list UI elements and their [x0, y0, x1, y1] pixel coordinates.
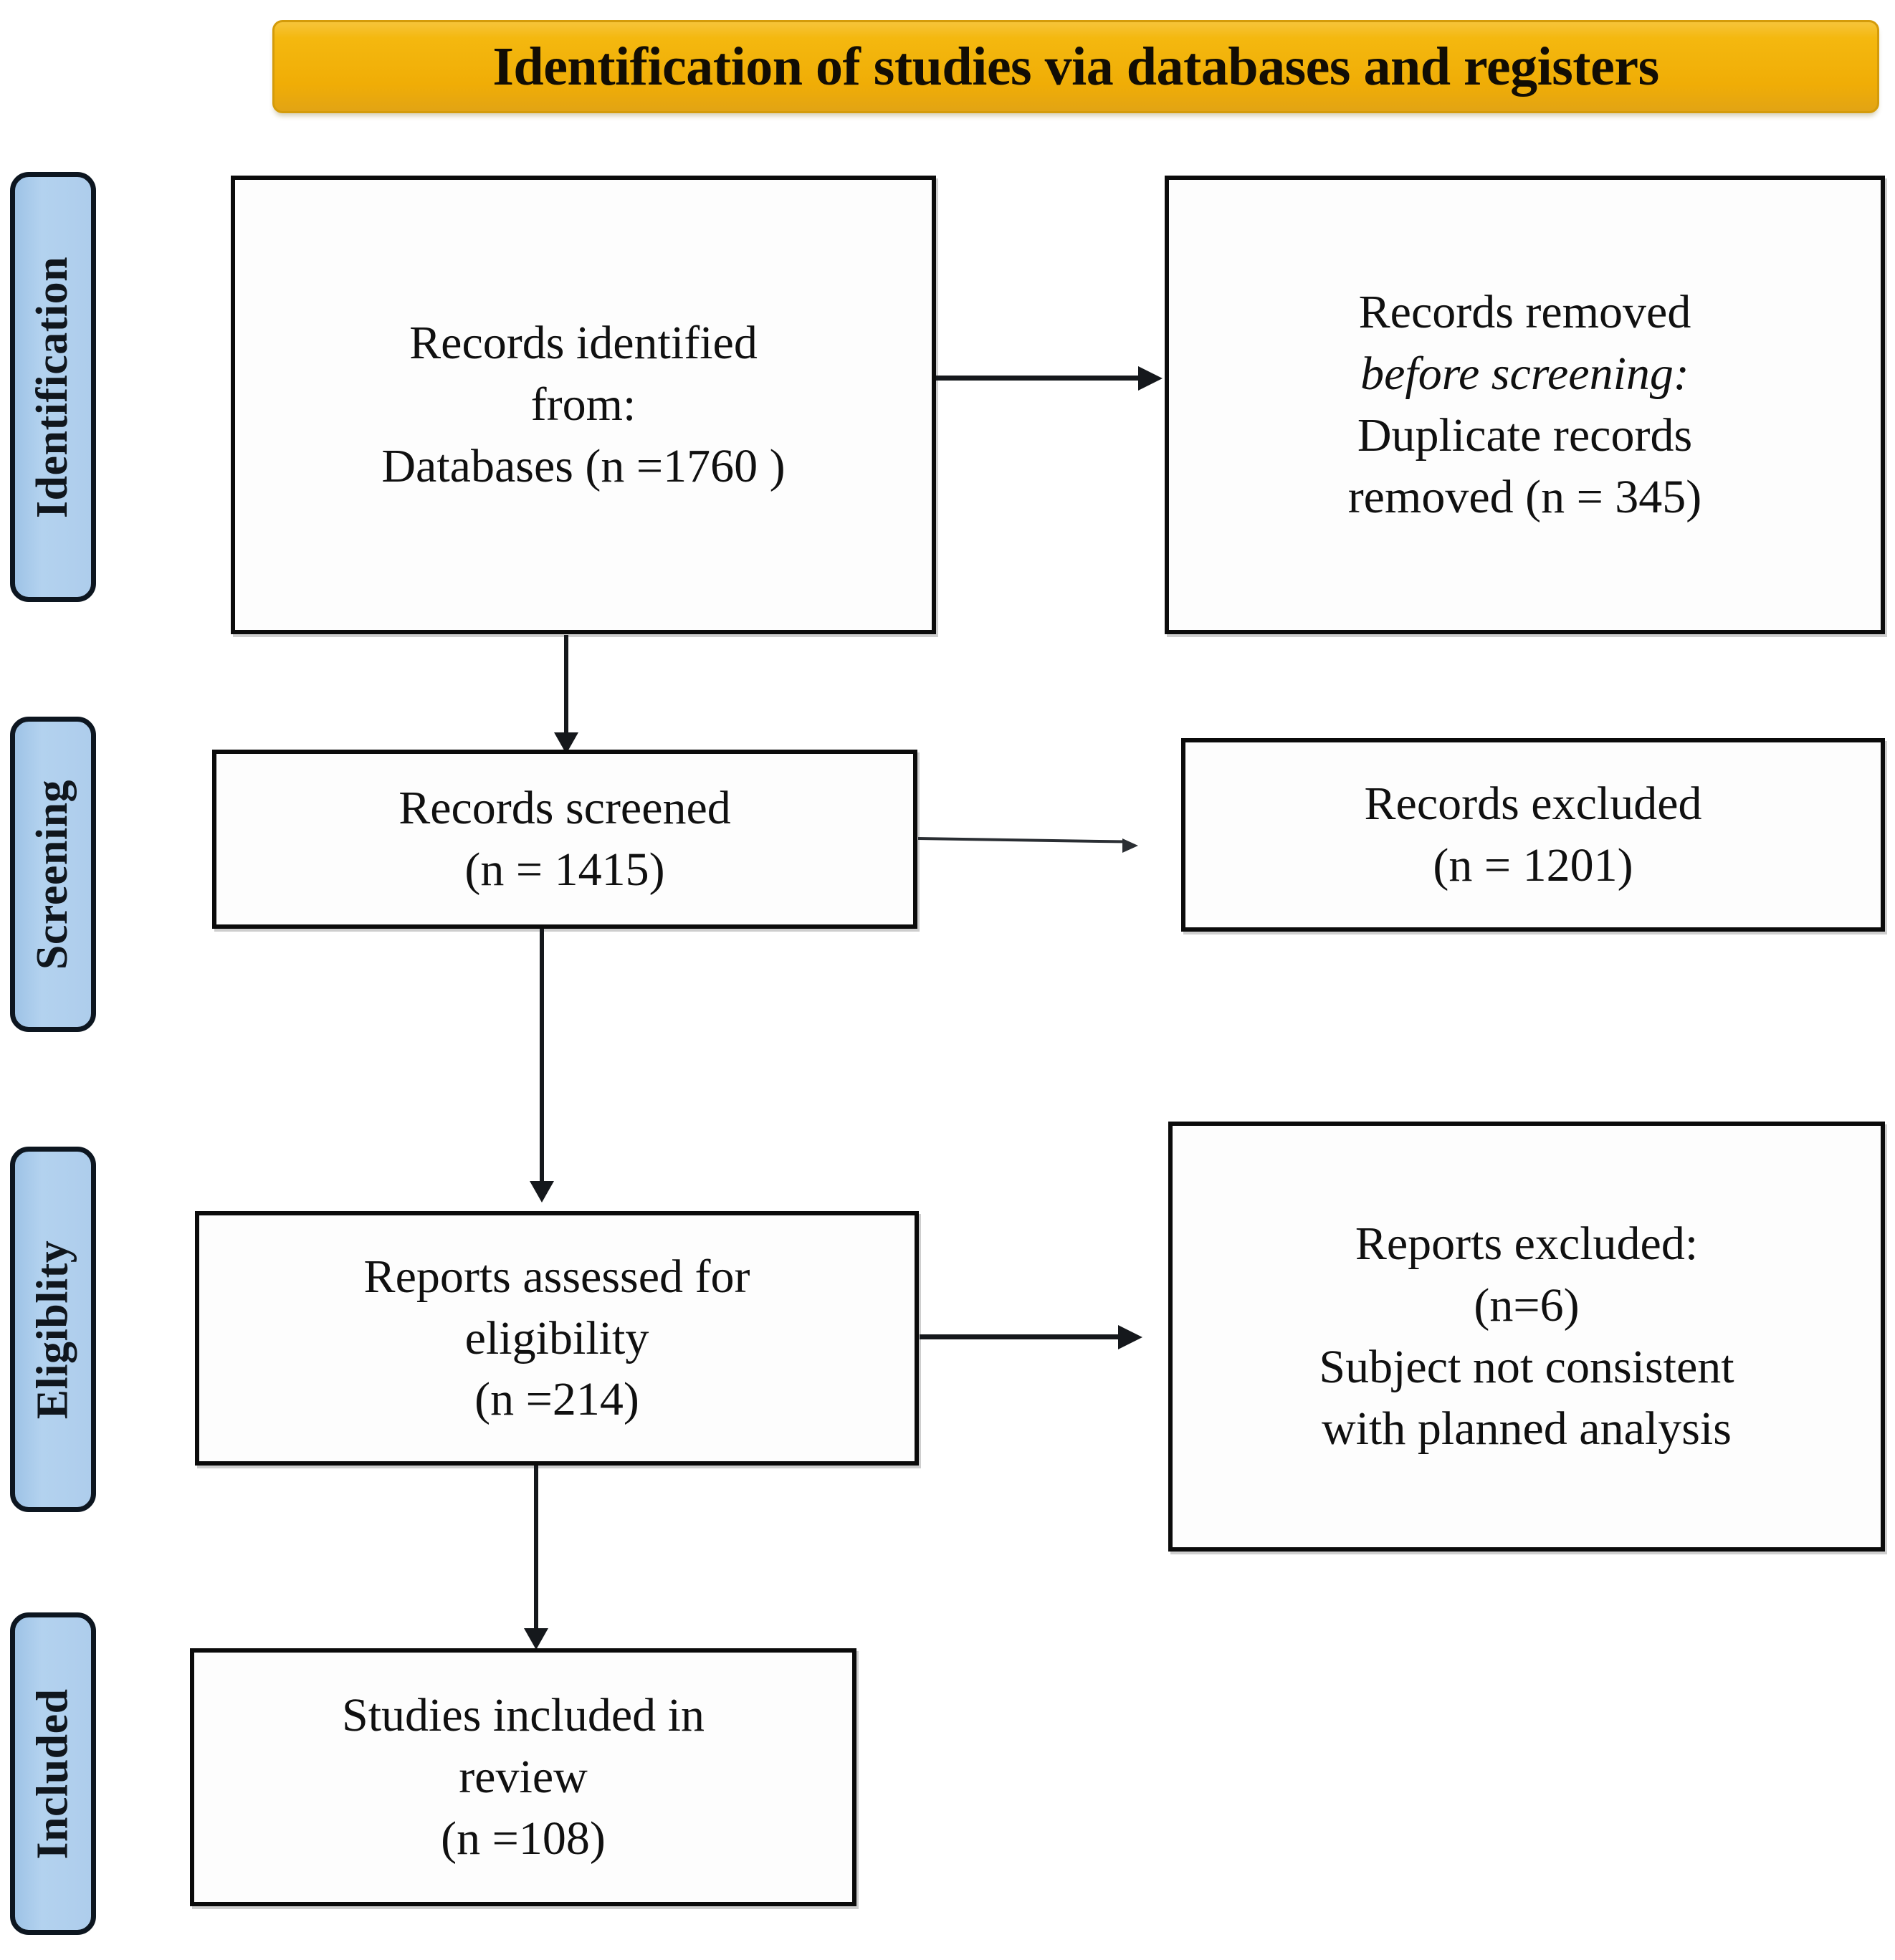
box-reports-assessed-line-2: eligibility: [464, 1311, 649, 1364]
connector-assessed-to-reports-excluded: [920, 1334, 1120, 1339]
box-reports-assessed-line-1: Reports assessed for: [363, 1250, 750, 1303]
stage-tab-identification: Identification: [10, 172, 96, 602]
box-records-removed-line-1: Records removed: [1358, 286, 1691, 339]
box-records-screened-line-2: (n = 1415): [464, 843, 665, 896]
box-records-identified: Records identified from: Databases (n =1…: [231, 176, 936, 634]
stage-tab-included: Included: [10, 1612, 96, 1935]
stage-tab-included-label: Included: [28, 1688, 77, 1860]
connector-assessed-to-included: [534, 1466, 538, 1638]
stage-tab-eligiblity-label: Eligiblity: [28, 1240, 77, 1419]
box-records-screened-line-1: Records screened: [398, 782, 731, 835]
box-reports-excluded-line-1: Reports excluded:: [1355, 1218, 1699, 1271]
box-studies-included: Studies included in review (n =108): [190, 1648, 856, 1906]
box-records-identified-line-2: from:: [530, 378, 636, 431]
arrowhead-screened-to-excluded: [1122, 838, 1138, 853]
connector-screened-to-assessed: [540, 929, 544, 1190]
box-records-identified-line-3: Databases (n =1760 ): [381, 439, 786, 492]
stage-tab-identification-label: Identification: [28, 256, 77, 518]
arrowhead-screened-to-assessed: [530, 1181, 554, 1203]
diagram-header-banner: Identification of studies via databases …: [272, 20, 1879, 113]
page-title: Identification of studies via databases …: [492, 37, 1659, 97]
stage-tab-eligiblity: Eligiblity: [10, 1147, 96, 1512]
connector-identified-to-screened: [564, 635, 568, 746]
box-reports-excluded-line-2: (n=6): [1474, 1279, 1580, 1332]
box-reports-excluded-line-4: with planned analysis: [1322, 1402, 1732, 1455]
connector-identified-to-removed: [936, 376, 1140, 381]
box-records-excluded: Records excluded (n = 1201): [1181, 738, 1885, 932]
box-records-removed-line-2: before screening:: [1360, 348, 1689, 401]
box-reports-assessed-line-3: (n =214): [474, 1373, 639, 1426]
box-records-removed-line-4: removed (n = 345): [1347, 470, 1702, 523]
arrowhead-assessed-to-reports-excluded: [1118, 1325, 1142, 1349]
box-reports-assessed: Reports assessed for eligibility (n =214…: [195, 1211, 919, 1466]
box-records-removed: Records removed before screening: Duplic…: [1165, 176, 1885, 634]
box-records-screened: Records screened (n = 1415): [212, 750, 917, 929]
box-reports-excluded: Reports excluded: (n=6) Subject not cons…: [1168, 1122, 1885, 1552]
box-records-removed-line-3: Duplicate records: [1357, 409, 1693, 462]
arrowhead-identified-to-removed: [1138, 366, 1163, 391]
stage-tab-screening-label: Screening: [28, 779, 77, 970]
box-records-excluded-line-2: (n = 1201): [1433, 839, 1633, 891]
box-studies-included-line-3: (n =108): [441, 1812, 606, 1865]
stage-tab-screening: Screening: [10, 717, 96, 1032]
box-studies-included-line-1: Studies included in: [342, 1689, 705, 1742]
box-reports-excluded-line-3: Subject not consistent: [1319, 1341, 1734, 1393]
connector-screened-to-excluded: [917, 837, 1126, 843]
box-records-excluded-line-1: Records excluded: [1364, 778, 1702, 831]
box-records-identified-line-1: Records identified: [409, 317, 758, 370]
box-studies-included-line-2: review: [459, 1751, 588, 1804]
arrowhead-assessed-to-included: [524, 1628, 548, 1650]
